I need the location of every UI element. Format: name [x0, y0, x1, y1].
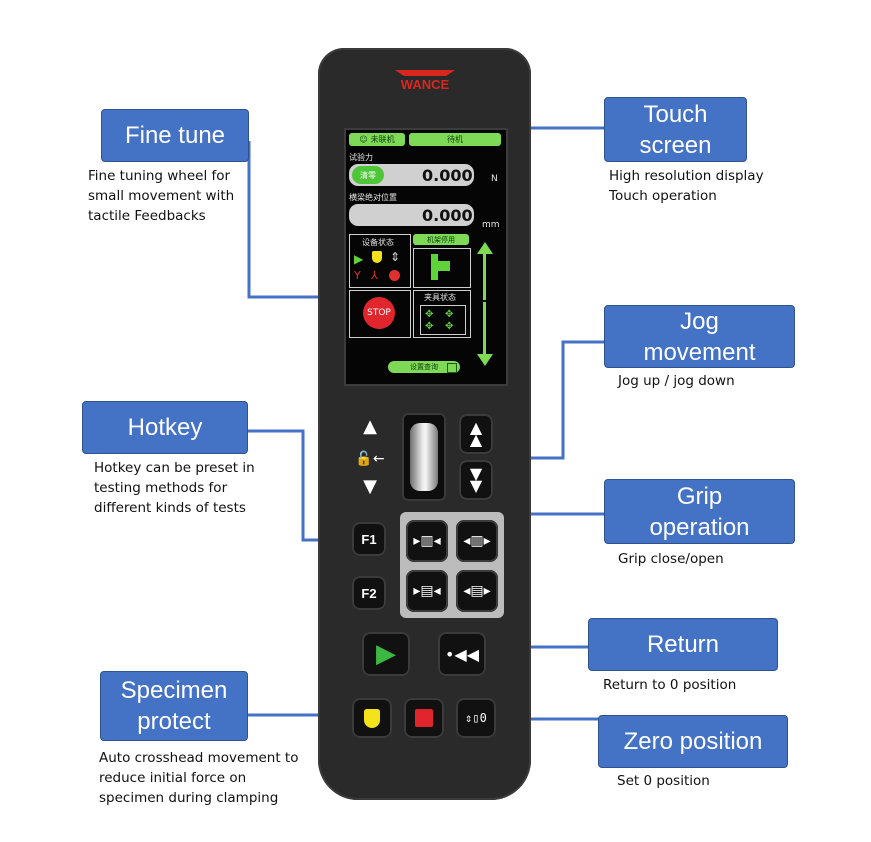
hotkey-description: Hotkey can be preset in testing methods …	[94, 460, 255, 516]
f2-hotkey-button[interactable]: F2	[352, 576, 386, 610]
force-unit: N	[491, 174, 498, 184]
connection-status[interactable]: ☺ 未联机	[349, 133, 405, 146]
force-value: 0.000	[422, 166, 473, 185]
stop-panel: STOP	[349, 290, 411, 338]
lower-grip-open-button[interactable]: ◂▤▸	[456, 570, 498, 612]
brand-text: WANCE	[400, 77, 450, 92]
hotkey-callout: Hotkey	[82, 401, 248, 454]
jog-up-button[interactable]: ▲▲	[459, 414, 493, 454]
play-status-icon: ▶	[354, 252, 364, 266]
fixture-status-label: 夹具状态	[424, 293, 456, 302]
return-button[interactable]: •◀◀	[438, 632, 486, 676]
jog-movement-description: Jog up / jog down	[618, 373, 735, 389]
stop-square-icon	[415, 709, 433, 727]
grip-operation-description: Grip close/open	[618, 551, 724, 567]
fixture-icon-1: ✥	[425, 309, 434, 320]
jog-bar	[483, 252, 486, 360]
fixture-status-panel: 夹具状态 ✥ ✥ ✥ ✥	[413, 290, 471, 338]
double-up-arrow-icon: ▲▲	[469, 418, 483, 449]
lower-grip-close-button[interactable]: ▸▤◂	[406, 570, 448, 612]
zero-scale-icon: ⇕▯0	[465, 711, 487, 725]
settings-button[interactable]: 设置查询	[388, 361, 460, 373]
grip-open-icon: ◂▤▸	[463, 583, 491, 599]
specimen-protect-description: Auto crosshead movement to reduce initia…	[99, 750, 299, 806]
fine-tune-callout: Fine tune	[101, 109, 249, 162]
upper-grip-open-button[interactable]: ◂▥▸	[456, 520, 498, 562]
tool-status-icon: ⅄	[371, 269, 378, 282]
settings-icon	[447, 363, 457, 373]
touch-screen-description: High resolution display Touch operation	[609, 168, 764, 204]
jog-up-arrow-icon[interactable]	[477, 242, 493, 254]
double-down-arrow-icon: ▼▼	[469, 464, 483, 495]
start-button[interactable]: ▶	[362, 632, 410, 676]
speed-down-icon[interactable]: ▼	[363, 476, 377, 497]
alarm-status-icon	[389, 270, 400, 281]
frame-icon-panel	[413, 248, 471, 288]
jog-down-arrow-icon[interactable]	[477, 354, 493, 366]
fixture-grid: ✥ ✥ ✥ ✥	[420, 305, 466, 335]
force-label: 试验力	[349, 153, 373, 162]
wheel-roller[interactable]	[410, 423, 438, 491]
fine-tune-wheel[interactable]	[402, 413, 446, 501]
move-status-icon: ⇕	[390, 250, 401, 264]
status-icon: ☺	[359, 135, 368, 144]
rewind-icon: •◀◀	[444, 644, 480, 664]
fine-tune-description: Fine tuning wheel for small movement wit…	[88, 168, 235, 224]
fixture-icon-4: ✥	[445, 321, 454, 332]
handheld-controller: WANCE ☺ 未联机 待机 试验力 清零 0.000 N 横梁绝对位置 0.0…	[318, 48, 531, 800]
unlock-arrow-icon[interactable]: 🔓←	[355, 451, 385, 467]
grip-close-icon: ▸▥◂	[413, 533, 441, 549]
jog-divider	[474, 300, 490, 302]
specimen-protect-button[interactable]	[352, 698, 392, 738]
fixture-icon-3: ✥	[425, 321, 434, 332]
speed-up-icon[interactable]: ▲	[363, 416, 377, 437]
stop-square-button[interactable]	[404, 698, 444, 738]
play-icon: ▶	[376, 639, 396, 669]
shield-status-icon	[372, 251, 382, 263]
touch-screen[interactable]: ☺ 未联机 待机 试验力 清零 0.000 N 横梁绝对位置 0.000 mm …	[344, 128, 508, 386]
fixture-icon-2: ✥	[445, 309, 454, 320]
device-status-panel: 设备状态 ▶ ⇕ Y ⅄	[349, 234, 411, 288]
frame-column-icon	[431, 254, 438, 280]
brand-logo: WANCE	[392, 70, 458, 98]
shield-icon	[364, 708, 380, 728]
zero-force-button[interactable]: 清零	[352, 166, 384, 184]
return-callout: Return	[588, 618, 778, 671]
grip-open-icon: ◂▥▸	[463, 533, 491, 549]
position-label: 横梁绝对位置	[349, 193, 397, 202]
zero-position-description: Set 0 position	[617, 773, 710, 789]
stop-button[interactable]: STOP	[363, 297, 395, 329]
position-display	[349, 204, 474, 226]
machine-status[interactable]: 待机	[409, 133, 501, 146]
device-status-label: 设备状态	[362, 238, 394, 247]
jog-down-button[interactable]: ▼▼	[459, 460, 493, 500]
grip-status-icon: Y	[354, 269, 361, 282]
return-description: Return to 0 position	[603, 677, 737, 693]
position-value: 0.000	[422, 206, 473, 225]
upper-grip-close-button[interactable]: ▸▥◂	[406, 520, 448, 562]
frame-crosshead-icon	[438, 261, 450, 271]
grip-close-icon: ▸▤◂	[413, 583, 441, 599]
frame-stop-button[interactable]: 机架停用	[413, 234, 469, 245]
zero-position-button[interactable]: ⇕▯0	[456, 698, 496, 738]
position-unit: mm	[482, 220, 500, 230]
zero-position-callout: Zero position	[598, 715, 788, 768]
f1-hotkey-button[interactable]: F1	[352, 522, 386, 556]
